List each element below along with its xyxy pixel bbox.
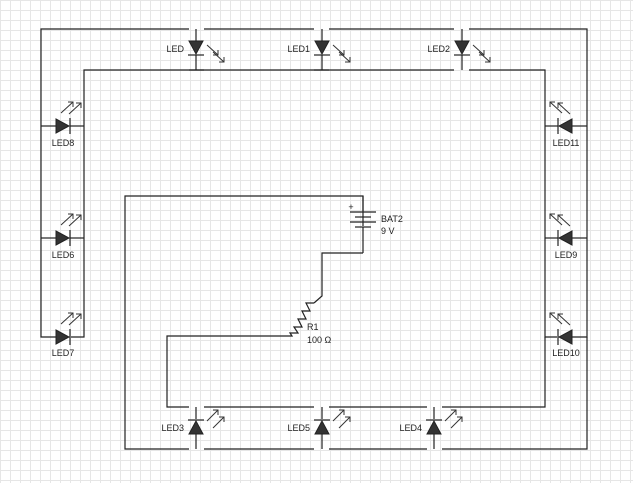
led-top-1[interactable]: LED	[166, 29, 225, 70]
led-label: LED7	[52, 348, 75, 358]
light-emission-arrows-icon	[60, 312, 82, 326]
led-label: LED8	[52, 138, 75, 148]
led-top-2[interactable]: LED1	[287, 29, 351, 70]
inner-loop-wires	[71, 69, 557, 338]
bottom-loop-wires	[124, 195, 588, 450]
led-label: LED11	[553, 138, 580, 148]
light-emission-arrows-icon	[60, 213, 82, 227]
led-label: LED9	[555, 250, 578, 260]
led-bottom-2[interactable]: LED5	[287, 407, 351, 449]
light-emission-arrows-icon	[472, 44, 491, 63]
light-emission-arrows-icon	[332, 409, 351, 429]
light-emission-arrows-icon	[60, 101, 82, 115]
battery-voltage: 9 V	[381, 226, 395, 236]
resistor-value: 100 Ω	[307, 335, 332, 345]
battery-bat2[interactable]: + BAT2 9 V	[348, 196, 403, 253]
led-label: LED1	[287, 44, 310, 54]
led-label: LED2	[427, 44, 450, 54]
led-right-2[interactable]: LED9	[545, 213, 587, 260]
led-label: LED	[166, 44, 184, 54]
resistor-label: R1	[307, 322, 319, 332]
battery-label: BAT2	[381, 214, 403, 224]
outer-loop-wires	[40, 28, 588, 338]
light-emission-arrows-icon	[206, 409, 225, 429]
light-emission-arrows-icon	[444, 409, 463, 429]
led-label: LED6	[52, 250, 75, 260]
light-emission-arrows-icon	[549, 101, 571, 115]
led-left-3[interactable]: LED7	[52, 312, 82, 358]
resistor-r1[interactable]: R1 100 Ω	[279, 252, 363, 345]
led-label: LED10	[552, 348, 580, 358]
led-label: LED5	[287, 423, 310, 433]
light-emission-arrows-icon	[206, 44, 225, 63]
led-top-3[interactable]: LED2	[427, 29, 491, 70]
led-right-1[interactable]: LED11	[545, 101, 587, 148]
battery-plus-sign: +	[348, 202, 353, 212]
led-bottom-1[interactable]: LED3	[161, 407, 225, 449]
led-left-2[interactable]: LED6	[41, 213, 84, 260]
led-label: LED3	[161, 423, 184, 433]
light-emission-arrows-icon	[549, 312, 571, 326]
light-emission-arrows-icon	[549, 213, 571, 227]
light-emission-arrows-icon	[332, 44, 351, 63]
led-bottom-3[interactable]: LED4	[399, 407, 463, 449]
led-label: LED4	[399, 423, 422, 433]
led-right-3[interactable]: LED10	[549, 312, 580, 358]
led-left-1[interactable]: LED8	[41, 101, 84, 148]
